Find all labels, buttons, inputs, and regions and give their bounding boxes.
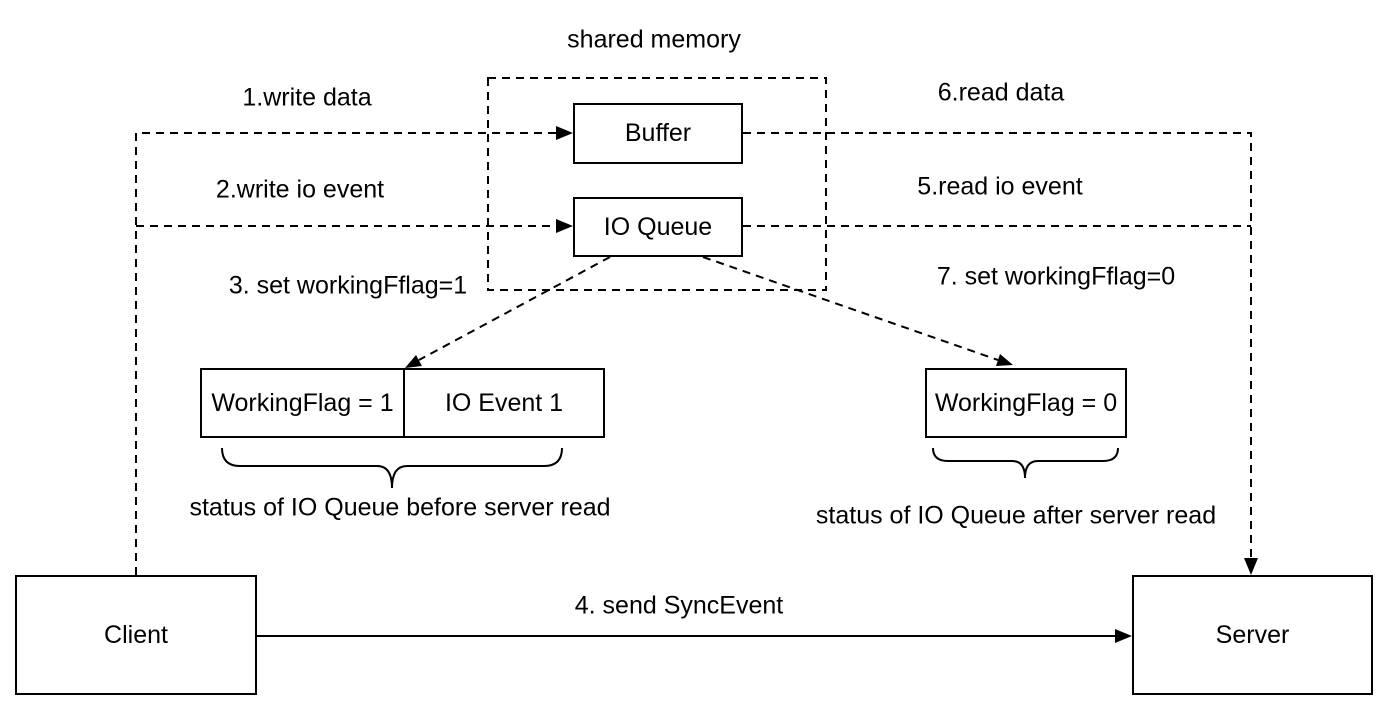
working-flag-0-label: WorkingFlag = 0 (934, 388, 1118, 417)
status-before-caption: status of IO Queue before server read (189, 493, 611, 522)
buffer-to-server-line (743, 132, 1252, 558)
brace-before (221, 447, 563, 489)
step1-label: 1.write data (242, 83, 372, 112)
ioqueue-to-status-after-line (702, 256, 999, 361)
step2-label: 2.write io event (215, 175, 385, 204)
status-after-caption: status of IO Queue after server read (815, 501, 1217, 530)
status-before-arrowhead (405, 355, 422, 368)
server-label: Server (1215, 620, 1290, 649)
step5-label: 5.read io event (917, 172, 1083, 201)
brace-after (932, 447, 1119, 479)
working-flag-1-cell: WorkingFlag = 1 (202, 370, 405, 436)
buffer-node: Buffer (573, 103, 743, 164)
io-queue-status-after: WorkingFlag = 0 (925, 368, 1127, 438)
server-top-arrowhead (1244, 558, 1258, 575)
client-to-buffer-line (135, 132, 556, 575)
working-flag-1-label: WorkingFlag = 1 (211, 388, 394, 417)
shared-memory-boundary (487, 77, 827, 291)
io-event-1-cell: IO Event 1 (405, 370, 603, 436)
io-queue-node: IO Queue (573, 197, 743, 257)
step4-label: 4. send SyncEvent (574, 591, 784, 620)
ioqueue-arrowhead (556, 219, 573, 233)
step7-label: 7. set workingFflag=0 (936, 262, 1176, 291)
step6-label: 6.read data (937, 78, 1065, 107)
io-queue-label: IO Queue (603, 212, 713, 241)
shared-memory-title: shared memory (567, 25, 741, 54)
client-node: Client (15, 575, 257, 695)
buffer-label: Buffer (624, 119, 692, 147)
io-event-1-label: IO Event 1 (444, 388, 564, 417)
server-left-arrowhead (1115, 629, 1132, 643)
server-node: Server (1132, 575, 1373, 695)
client-label: Client (104, 620, 168, 649)
io-queue-status-before: WorkingFlag = 1 IO Event 1 (200, 368, 605, 438)
status-after-arrowhead (996, 354, 1013, 366)
buffer-arrowhead (556, 126, 573, 140)
step3-label: 3. set workingFflag=1 (228, 271, 468, 300)
